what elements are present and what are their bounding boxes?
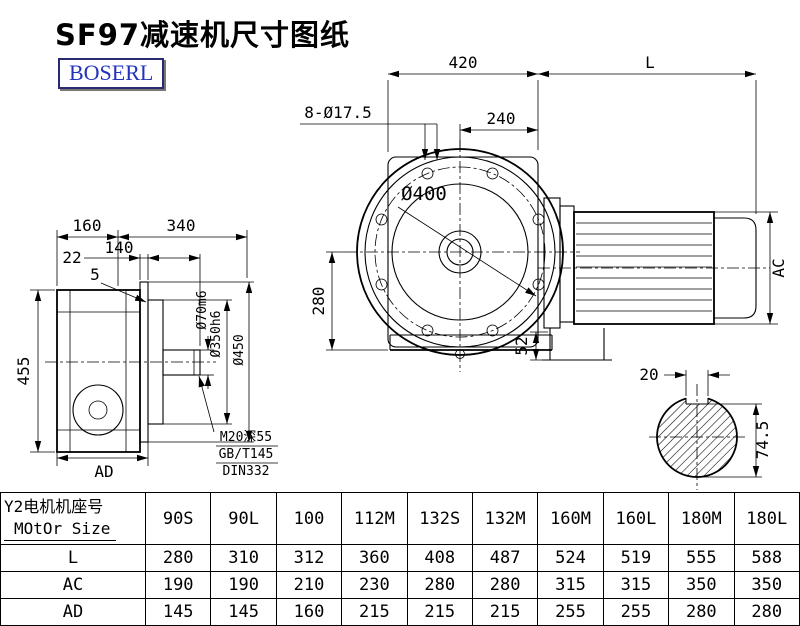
dim-holes-label: 8-Ø17.5 <box>304 103 371 122</box>
cell: 350 <box>668 571 735 599</box>
motor-assembly <box>538 197 770 361</box>
cell: 215 <box>341 598 408 626</box>
col-header: 160L <box>602 492 670 545</box>
cell: 255 <box>602 598 670 626</box>
col-header: 90L <box>210 492 277 545</box>
col-header: 180M <box>668 492 735 545</box>
cell: 315 <box>537 571 604 599</box>
row-label: AD <box>0 598 146 626</box>
thread-note: M20深55 GB/T145 DIN332 <box>198 375 278 479</box>
col-header: 180L <box>733 492 800 545</box>
side-view <box>45 281 216 453</box>
dim-dia70-label: Ø70m6 <box>195 290 210 329</box>
side-view-dimensions: 455 160 340 22 140 5 Ø70m6 Ø350h6 <box>14 216 254 481</box>
dim-L-label: L <box>645 53 655 72</box>
dim-dia350-label: Ø350h6 <box>209 311 224 358</box>
note-std2-label: DIN332 <box>223 464 270 479</box>
cell: 230 <box>341 571 408 599</box>
table-row-AC: AC 190 190 210 230 280 280 315 315 350 3… <box>0 571 800 599</box>
table-row-L: L 280 310 312 360 408 487 524 519 555 58… <box>0 544 800 572</box>
page-title: SF97减速机尺寸图纸 <box>55 18 351 52</box>
cell: 519 <box>602 544 670 572</box>
col-header: 132S <box>406 492 473 545</box>
cell: 160 <box>275 598 343 626</box>
dim-52: 52 <box>512 331 548 361</box>
cell: 280 <box>144 544 212 572</box>
cell: 190 <box>210 571 277 599</box>
cell: 524 <box>537 544 604 572</box>
cell: 312 <box>275 544 343 572</box>
cell: 280 <box>733 598 800 626</box>
dim-240-label: 240 <box>487 109 516 128</box>
cell: 280 <box>406 571 473 599</box>
header-label-line2: MOtOr Size <box>4 518 117 541</box>
cell: 408 <box>406 544 473 572</box>
note-thread-label: M20深55 <box>220 430 272 445</box>
top-dimensions: 420 L 240 8-Ø17.5 <box>300 53 757 214</box>
header-label-line1: Y2电机机座号 <box>4 497 104 517</box>
cell: 350 <box>733 571 800 599</box>
row-label: AC <box>0 571 146 599</box>
table-header-row: Y2电机机座号 MOtOr Size 90S 90L 100 112M 132S… <box>0 492 800 545</box>
front-view-housing: Ø400 <box>345 140 580 372</box>
table-row-AD: AD 145 145 160 215 215 215 255 255 280 2… <box>0 598 800 626</box>
cell: 555 <box>668 544 735 572</box>
dim-340-label: 340 <box>167 216 196 235</box>
dim-455-label: 455 <box>14 357 33 386</box>
technical-drawing: Ø400 420 L 240 8-Ø17.5 <box>14 53 788 490</box>
cell: 487 <box>471 544 539 572</box>
cell: 145 <box>144 598 212 626</box>
dim-160-label: 160 <box>73 216 102 235</box>
dim-280: 280 <box>309 251 388 351</box>
dim-52-label: 52 <box>512 336 531 355</box>
cell: 255 <box>537 598 604 626</box>
shaft-section: 20 74.5 <box>639 365 772 490</box>
boserl-logo: BOSERL <box>58 58 165 89</box>
dim-280-label: 280 <box>309 287 328 316</box>
col-header: 90S <box>144 492 212 545</box>
cell: 210 <box>275 571 343 599</box>
cell: 588 <box>733 544 800 572</box>
dim-74-5-label: 74.5 <box>753 421 772 460</box>
cell: 215 <box>471 598 539 626</box>
cell: 280 <box>668 598 735 626</box>
cell: 315 <box>602 571 670 599</box>
col-header: 112M <box>341 492 408 545</box>
cell: 190 <box>144 571 212 599</box>
col-header: 132M <box>471 492 539 545</box>
dim-AD-label: AD <box>94 462 113 481</box>
row-label: L <box>0 544 146 572</box>
dim-20-label: 20 <box>639 365 658 384</box>
col-header: 160M <box>537 492 604 545</box>
cell: 280 <box>471 571 539 599</box>
dim-AC: AC <box>714 211 788 325</box>
note-std1-label: GB/T145 <box>219 447 274 462</box>
cell: 215 <box>406 598 473 626</box>
col-header: 100 <box>275 492 343 545</box>
table-header-label: Y2电机机座号 MOtOr Size <box>0 492 146 545</box>
dim-5-label: 5 <box>90 265 100 284</box>
cell: 360 <box>341 544 408 572</box>
dim-22-label: 22 <box>62 248 81 267</box>
dim-420-label: 420 <box>449 53 478 72</box>
dim-dia450-label: Ø450 <box>232 334 247 365</box>
dim-140-label: 140 <box>105 238 134 257</box>
dim-dia400-label: Ø400 <box>401 183 447 205</box>
dim-AC-label: AC <box>769 258 788 277</box>
cell: 145 <box>210 598 277 626</box>
motor-size-table: Y2电机机座号 MOtOr Size 90S 90L 100 112M 132S… <box>0 492 800 626</box>
cell: 310 <box>210 544 277 572</box>
